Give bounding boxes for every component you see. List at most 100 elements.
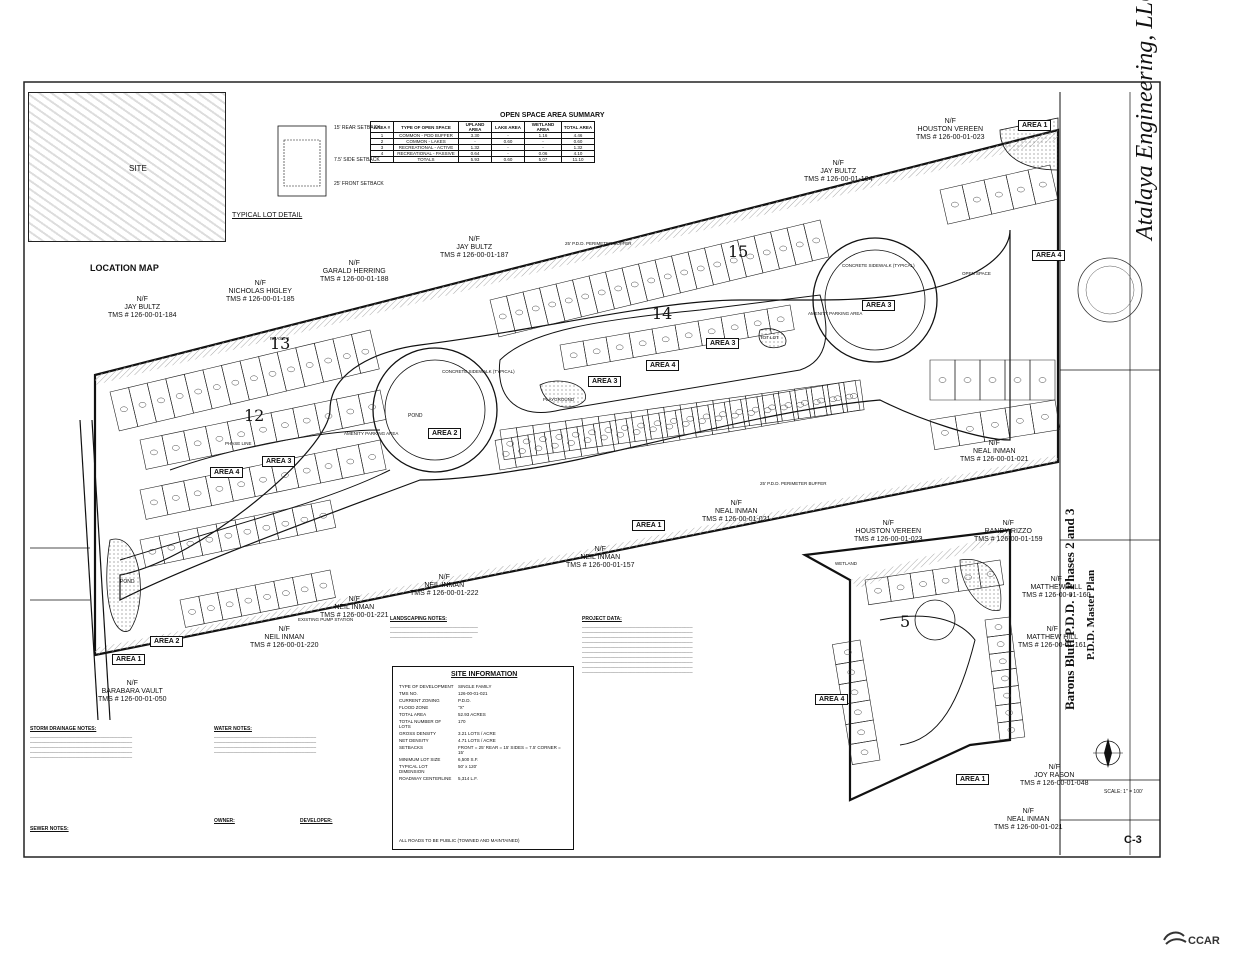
owner-line: N/F xyxy=(438,574,450,581)
lot-parcel xyxy=(674,320,703,350)
area-1-phase3: AREA 1 xyxy=(956,774,990,785)
owner-line: HOUSTON VEREEN xyxy=(855,528,922,535)
lot-number-marker xyxy=(1039,181,1047,188)
road-loop xyxy=(119,229,1011,601)
lot-number-marker xyxy=(768,404,776,411)
lot-parcel xyxy=(336,394,365,429)
lot-number-marker xyxy=(300,516,309,523)
lot-number-marker xyxy=(919,581,927,587)
lot-parcel xyxy=(336,444,365,479)
lot-number-marker xyxy=(665,423,674,430)
owner-line: TMS # 126-00-01-220 xyxy=(250,642,319,649)
inner-road-2 xyxy=(119,469,391,561)
owner-line: TMS # 126-00-01-187 xyxy=(440,252,509,259)
lot-number-marker xyxy=(581,293,589,300)
lot-number-marker xyxy=(281,422,289,428)
lot-number-marker xyxy=(259,476,267,483)
lot-number-marker xyxy=(817,397,825,404)
site-info-key: TOTAL AREA xyxy=(399,712,427,717)
lot-parcel xyxy=(234,515,261,548)
owner-line: HOUSTON VEREEN xyxy=(917,126,984,133)
handwritten-15: 15 xyxy=(728,242,749,261)
lot-number-marker xyxy=(684,332,693,339)
owner-line: NEIL INMAN xyxy=(580,554,621,561)
site-info-title: SITE INFORMATION xyxy=(451,671,518,678)
owner-line: MATTHEW HILL xyxy=(1026,634,1079,641)
owner-line: TMS # 126-00-01-159 xyxy=(974,536,1043,543)
lot-parcel xyxy=(625,415,648,449)
lot-parcel xyxy=(1004,359,1031,401)
lot-number-marker xyxy=(988,377,997,383)
lot-number-marker xyxy=(1001,675,1009,682)
area-4-left: AREA 4 xyxy=(210,467,244,478)
open-space-label: OPEN SPACE xyxy=(962,271,991,276)
open-space-header: WETLAND AREA xyxy=(524,121,562,133)
open-space-cell: 5.93 xyxy=(458,156,492,163)
lot-parcel xyxy=(139,435,169,470)
lot-number-marker xyxy=(518,448,526,454)
owner-line: TMS # 126-00-01-021 xyxy=(994,824,1063,831)
owner-line: TMS # 126-00-01-021 xyxy=(960,456,1029,463)
owner-line: NEIL INMAN xyxy=(264,634,305,641)
amenity-label: AMENITY PARKING AREA xyxy=(344,431,399,436)
owner-line: TMS # 126-00-01-104 xyxy=(804,176,873,183)
lot-number-marker xyxy=(746,253,754,260)
site-info-key: MINIMUM LOT SIZE xyxy=(399,757,441,762)
lot-number-marker xyxy=(564,297,573,304)
lot-parcel xyxy=(576,423,599,457)
lot-number-marker xyxy=(186,540,195,547)
lot-parcel xyxy=(183,476,212,511)
lot-number-marker xyxy=(319,512,328,519)
lot-number-marker xyxy=(259,426,267,433)
lot-number-marker xyxy=(281,520,290,527)
lot-parcel xyxy=(158,531,185,564)
lot-number-marker xyxy=(845,393,854,400)
site-info-key: TOTAL NUMBER OF LOTS xyxy=(399,719,442,729)
lot-number-marker xyxy=(600,434,608,441)
open-space-header: LAKE AREA xyxy=(491,121,525,133)
water-notes-body: ──────────────────────────────────── ───… xyxy=(214,735,317,755)
lot-parcel xyxy=(843,379,865,413)
lot-number-marker xyxy=(963,377,972,383)
lot-number-marker xyxy=(498,313,507,320)
lot-number-marker xyxy=(1013,377,1022,383)
lot-parcel xyxy=(777,388,800,422)
owner-line: N/F xyxy=(1022,808,1034,815)
lot-number-marker xyxy=(1016,418,1024,424)
lot-number-marker xyxy=(874,587,882,594)
handwritten-12: 12 xyxy=(244,406,265,425)
area-3-island: AREA 3 xyxy=(706,338,740,349)
lot-number-marker xyxy=(194,388,202,395)
circle-left xyxy=(372,347,498,473)
lot-parcel xyxy=(592,420,615,454)
lot-number-marker xyxy=(148,548,157,555)
owner-line: N/F xyxy=(348,260,360,267)
owner-line: N/F xyxy=(832,160,844,167)
lot-parcel xyxy=(766,304,795,334)
typical-lot-title: TYPICAL LOT DETAIL xyxy=(232,212,303,219)
lot-number-marker xyxy=(796,401,805,408)
lot-number-marker xyxy=(175,393,184,399)
area-3-circle: AREA 3 xyxy=(862,300,896,311)
area-1-bottom: AREA 1 xyxy=(632,520,666,531)
table-row: TMS NO.126-00-01-021 xyxy=(397,690,569,697)
table-row: FLOOD ZONE"X" xyxy=(397,704,569,711)
lot-number-marker xyxy=(548,301,556,308)
lot-parcel xyxy=(838,380,861,414)
site-info-key: ROADWAY CENTERLINE xyxy=(399,776,452,781)
project-data-body: ─────────────────────────────────────── … xyxy=(582,625,693,675)
lot-number-marker xyxy=(614,285,622,292)
lot-parcel xyxy=(310,569,336,602)
lot-parcel xyxy=(939,184,971,225)
owner-line: JAY BULTZ xyxy=(820,168,857,175)
lot-parcel xyxy=(1005,169,1037,210)
lot-number-marker xyxy=(812,237,820,244)
lot-parcel xyxy=(977,559,1005,589)
site-info-key: SETBACKS xyxy=(399,745,424,750)
